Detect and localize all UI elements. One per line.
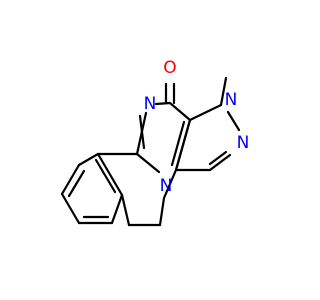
molecule-structure: O N N N N xyxy=(60,58,250,227)
bond xyxy=(170,120,186,167)
bond xyxy=(60,192,81,225)
bond xyxy=(174,118,192,172)
bond xyxy=(77,152,100,167)
bond xyxy=(162,168,178,200)
oxygen-atom: O xyxy=(163,58,176,78)
carbonyl-bond xyxy=(164,82,176,105)
bond xyxy=(96,152,124,197)
bond xyxy=(60,163,81,196)
bond xyxy=(168,101,192,122)
n-pyrazole-atom: N xyxy=(237,133,250,153)
benzene-ring xyxy=(60,152,124,225)
bond xyxy=(154,101,172,106)
bond xyxy=(135,152,161,174)
isoindole-ring xyxy=(96,152,166,227)
bond xyxy=(67,169,86,198)
bond xyxy=(158,196,166,227)
molecule-diagram: O N N N N xyxy=(60,58,250,227)
bond xyxy=(138,114,146,150)
bond xyxy=(208,153,232,172)
n-ring-fusion-atom: N xyxy=(160,176,173,196)
n-pyrimidine-atom: N xyxy=(144,94,157,114)
bond xyxy=(188,103,223,122)
bond xyxy=(94,158,117,194)
bond xyxy=(226,110,241,132)
n-methyl-atom: N xyxy=(225,90,238,110)
pyrazole-ring xyxy=(162,76,241,200)
bond xyxy=(120,193,131,227)
bond xyxy=(208,150,228,166)
bond xyxy=(110,193,124,225)
bond xyxy=(219,76,228,107)
